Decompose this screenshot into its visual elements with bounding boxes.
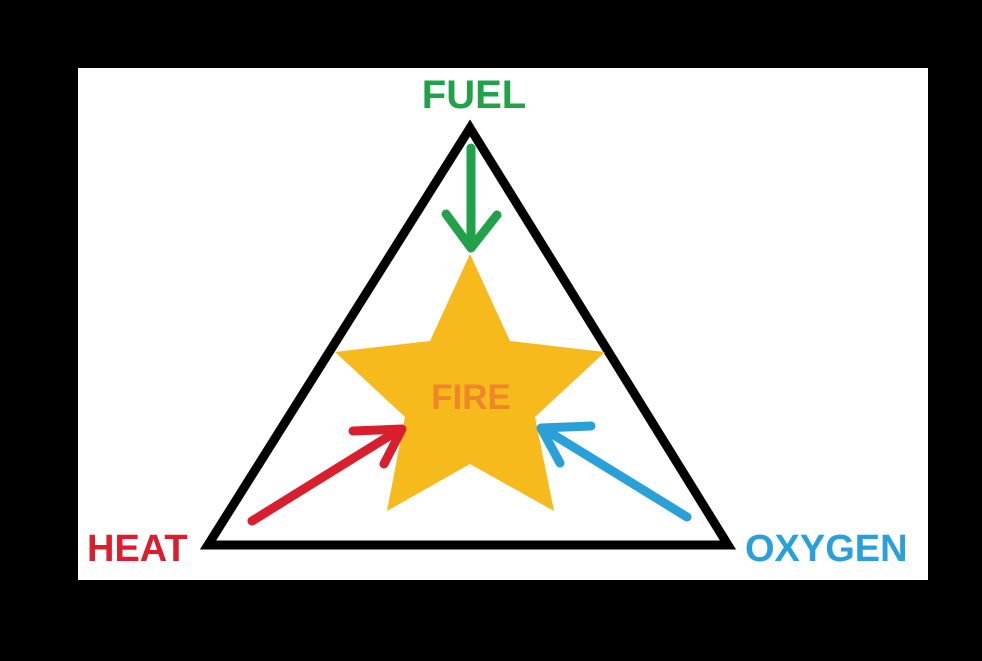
oxygen-arrow-up-left-icon <box>536 421 692 522</box>
heat-label: HEAT <box>87 528 188 570</box>
fire-star-icon <box>335 254 605 511</box>
fuel-label: FUEL <box>421 73 527 117</box>
heat-arrow-up-right-icon <box>247 424 407 526</box>
oxygen-label: OXYGEN <box>745 528 908 570</box>
fuel-arrow-down-icon <box>441 143 502 253</box>
diagram-canvas <box>78 68 928 580</box>
fire-triangle-outline <box>199 119 737 550</box>
fire-label: FIRE <box>431 378 511 417</box>
